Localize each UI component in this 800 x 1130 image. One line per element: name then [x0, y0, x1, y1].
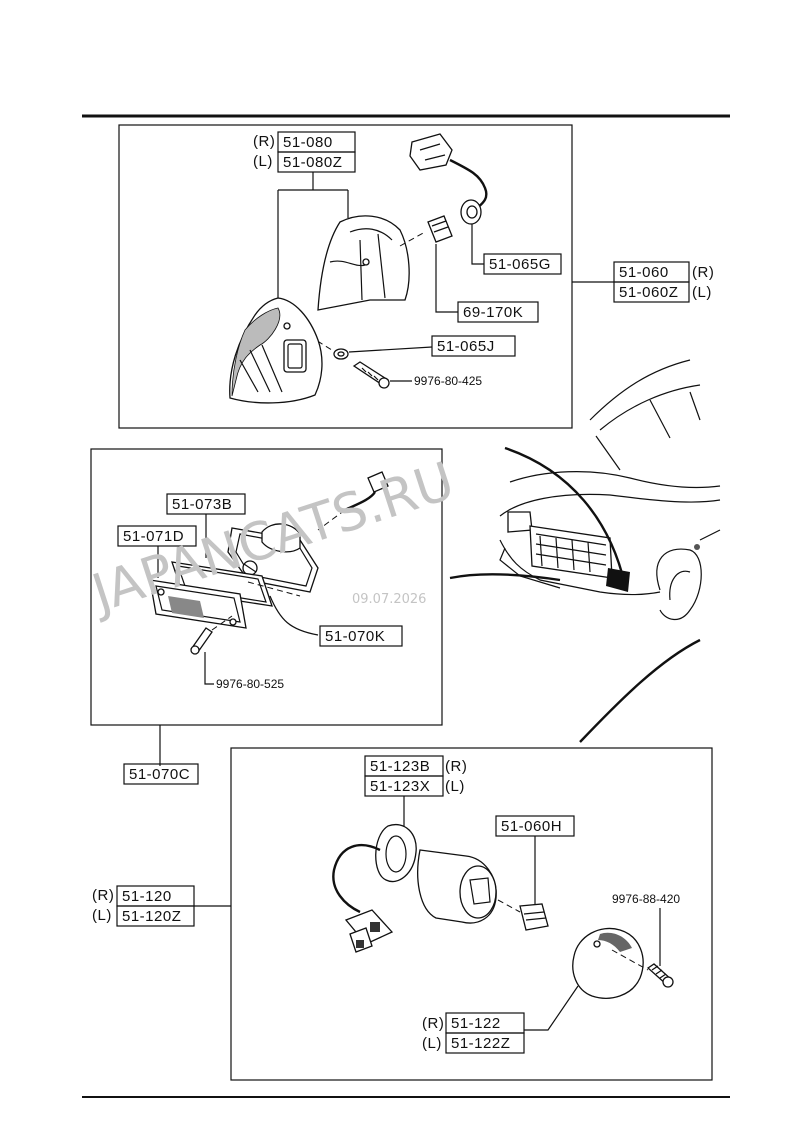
bottom-group-frame [230, 747, 713, 1081]
middle-connector [317, 471, 389, 531]
middle-body-part: 51-070K [325, 628, 385, 645]
top-bulb-box [457, 301, 539, 323]
top-assembly-part-l: 51-060Z [619, 284, 678, 301]
middle-align-dash [247, 581, 301, 597]
top-bulb-leader [435, 244, 458, 313]
bottom-bulb [519, 903, 549, 931]
top-socket-part: 51-065G [489, 256, 551, 273]
middle-screw [190, 615, 233, 655]
middle-assembly-part: 51-070C [129, 766, 190, 783]
top-lens-label-r: (R) [253, 133, 275, 150]
bottom-socket [332, 824, 497, 924]
top-gasket-leader [348, 346, 433, 353]
bottom-assembly-box-l [116, 905, 195, 927]
top-lens-part-r: 51-080 [283, 134, 333, 151]
top-lens-leader [277, 172, 349, 300]
middle-gasket [171, 561, 273, 607]
bottom-lens [572, 927, 644, 999]
top-screw-part: 9976-80-425 [414, 374, 482, 388]
bottom-screw-part: 9976-88-420 [612, 892, 680, 906]
top-assembly-part-r: 51-060 [619, 264, 669, 281]
bottom-assembly-label-r: (R) [92, 887, 114, 904]
watermark-date: 09.07.2026 [352, 592, 426, 607]
bottom-assembly-label-l: (L) [92, 907, 112, 924]
top-front-lens [229, 297, 323, 404]
middle-body-box [319, 625, 403, 647]
bottom-connector [344, 909, 394, 953]
bottom-socket-part-l: 51-123X [370, 778, 430, 795]
top-assembly-box-l [613, 281, 690, 303]
top-lens-label-l: (L) [253, 153, 273, 170]
middle-gasket-part: 51-073B [172, 496, 232, 513]
top-gasket-box [431, 335, 516, 357]
top-bulb [427, 215, 453, 243]
top-assembly-label-r: (R) [692, 264, 714, 281]
middle-body-leader [269, 595, 319, 636]
middle-screw-leader [204, 652, 214, 685]
top-group-frame [118, 124, 573, 429]
bottom-align-dash-1 [497, 899, 521, 913]
middle-lens-box [117, 525, 197, 547]
middle-screw-part: 9976-80-525 [216, 677, 284, 691]
bottom-lens-box-l [445, 1032, 525, 1054]
top-socket-leader [471, 224, 484, 265]
bottom-lens-label-r: (R) [422, 1015, 444, 1032]
middle-lens [149, 579, 247, 629]
bottom-socket-label-r: (R) [445, 758, 467, 775]
bottom-lens-leader [524, 985, 579, 1031]
top-screw [352, 361, 390, 389]
top-socket-box [483, 253, 562, 275]
bottom-socket-label-l: (L) [445, 778, 465, 795]
top-gasket-part: 51-065J [437, 338, 495, 355]
middle-lens-part: 51-071D [123, 528, 184, 545]
bottom-assembly-part-l: 51-120Z [122, 908, 181, 925]
middle-assembly-box [123, 763, 199, 785]
bottom-lens-part-l: 51-122Z [451, 1035, 510, 1052]
middle-group-frame [90, 448, 443, 726]
bottom-lens-label-l: (L) [422, 1035, 442, 1052]
top-connector [409, 133, 488, 225]
top-bulb-part: 69-170K [463, 304, 523, 321]
bottom-bulb-part: 51-060H [501, 818, 562, 835]
top-gasket [333, 348, 349, 360]
top-lens-box-l [277, 151, 356, 173]
bottom-screw [646, 963, 674, 988]
top-assembly-label-l: (L) [692, 284, 712, 301]
bottom-socket-part-r: 51-123B [370, 758, 430, 775]
bottom-assembly-part-r: 51-120 [122, 888, 172, 905]
car-illustration [449, 359, 721, 743]
top-rear-housing [317, 215, 410, 311]
top-lens-part-l: 51-080Z [283, 154, 342, 171]
bottom-align-dash-2 [611, 949, 649, 971]
bottom-lens-part-r: 51-122 [451, 1015, 501, 1032]
top-align-dash-1 [399, 231, 426, 247]
